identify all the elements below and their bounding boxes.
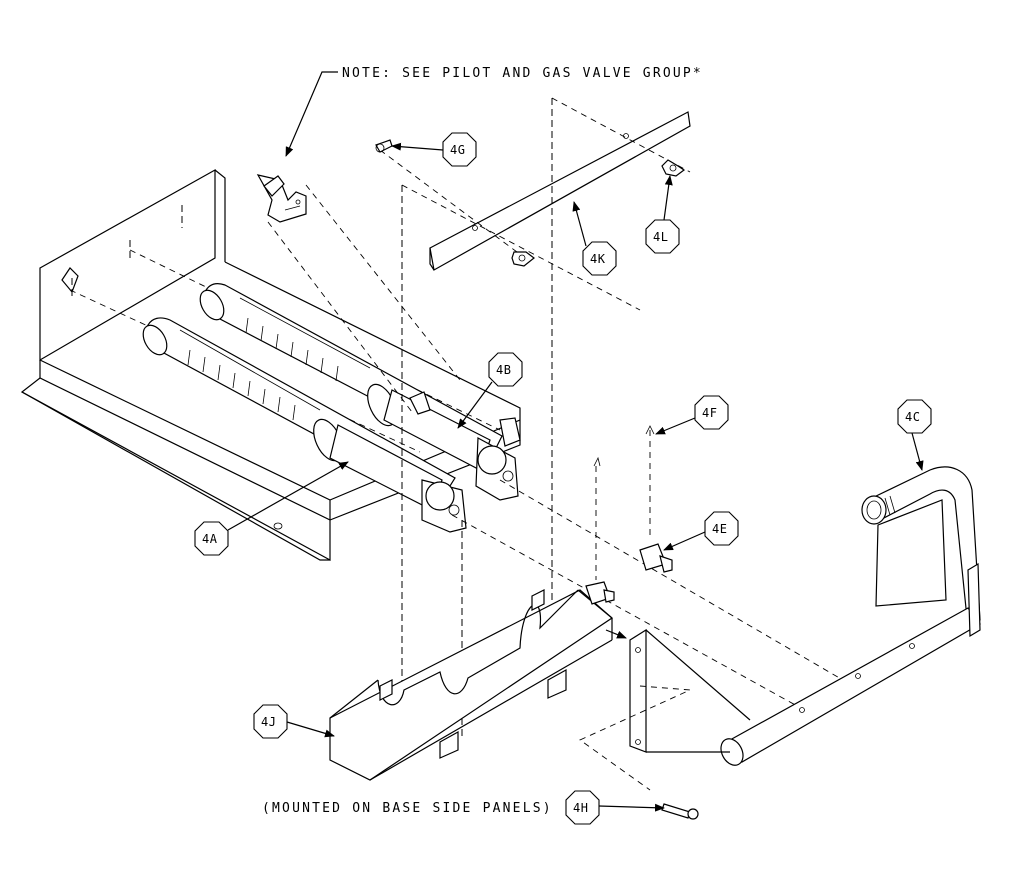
svg-text:4E: 4E: [712, 522, 727, 536]
cross-bar: [379, 97, 691, 271]
svg-text:4B: 4B: [496, 363, 511, 377]
callout-4g: 4G: [391, 132, 477, 167]
callout-4c: 4C: [897, 399, 932, 471]
screw-4h: [661, 803, 699, 820]
svg-text:4J: 4J: [261, 715, 276, 729]
svg-text:4H: 4H: [573, 801, 588, 815]
alignment-lines: [401, 98, 861, 740]
svg-text:4C: 4C: [905, 410, 920, 424]
svg-text:4G: 4G: [450, 143, 465, 157]
manifold-bracket: [579, 628, 751, 791]
callout-4j: 4J: [253, 704, 335, 739]
callout-4h: 4H (MOUNTED ON BASE SIDE PANELS): [262, 790, 665, 825]
orifice-left: [585, 456, 615, 605]
callout-4f: 4F: [655, 395, 729, 435]
callout-4l: 4L: [645, 175, 680, 254]
svg-text:4A: 4A: [202, 532, 218, 546]
burner-tube-front: [142, 317, 467, 533]
callout-4a: 4A: [194, 461, 349, 556]
pilot-bracket: [256, 174, 461, 415]
burner-tray: [20, 168, 521, 562]
note-text: NOTE: SEE PILOT AND GAS VALVE GROUP*: [342, 66, 703, 81]
gas-manifold: [720, 466, 981, 766]
callout-4b: 4B: [457, 352, 523, 429]
svg-text:4F: 4F: [702, 406, 717, 420]
svg-text:4L: 4L: [653, 230, 668, 244]
orifice-4e: [639, 425, 673, 573]
svg-text:4K: 4K: [590, 252, 606, 266]
note-leader: NOTE: SEE PILOT AND GAS VALVE GROUP*: [285, 66, 703, 157]
callout-4e: 4E: [663, 511, 739, 551]
screw-4g: [375, 139, 393, 153]
callout-4k: 4K: [572, 201, 617, 276]
wing-nut-4l: [661, 159, 686, 177]
bracket-leader: [605, 629, 627, 639]
mount-note: (MOUNTED ON BASE SIDE PANELS): [262, 801, 553, 816]
wing-nut-lower: [511, 251, 535, 267]
burner-support: [329, 589, 613, 781]
